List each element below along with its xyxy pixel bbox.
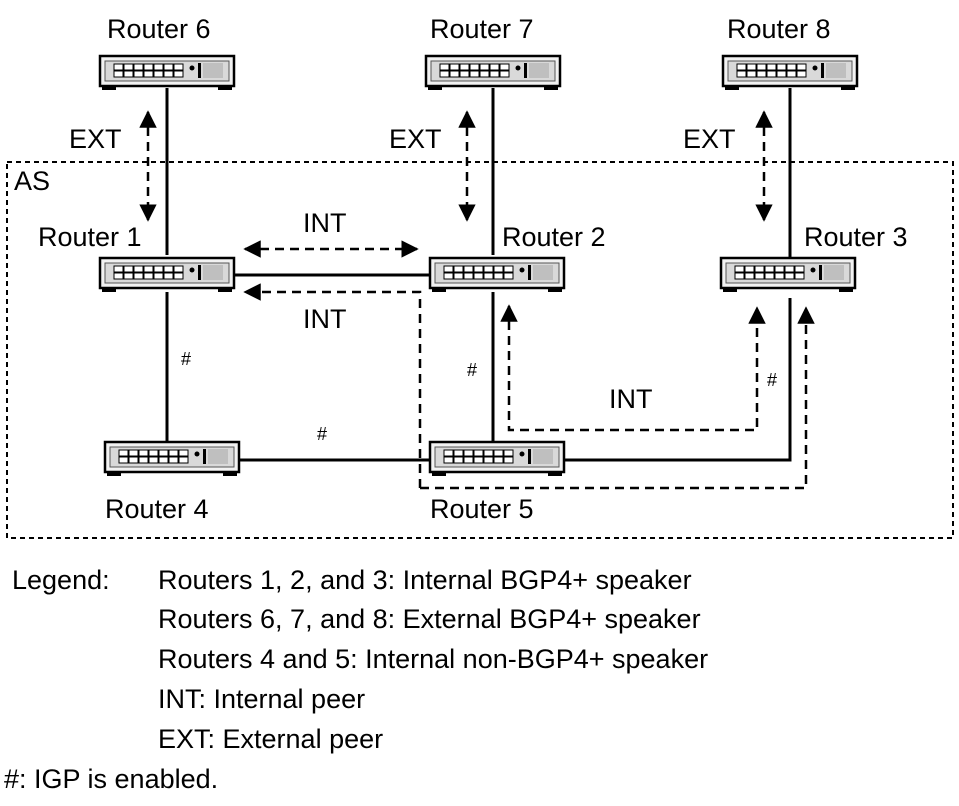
- link-r5-r3: [565, 298, 792, 462]
- ext-label-r8: EXT: [683, 124, 736, 154]
- int-path-r3-r1: [243, 283, 422, 488]
- ext-label-r7: EXT: [389, 124, 442, 154]
- legend-item: INT: Internal peer: [158, 684, 365, 714]
- router-7-label: Router 7: [430, 14, 534, 44]
- peer-sessions: [139, 110, 815, 490]
- router-3-label: Router 3: [804, 222, 908, 252]
- int-label-r3-r1: INT: [303, 304, 347, 334]
- legend: Legend: Routers 1, 2, and 3: Internal BG…: [4, 565, 708, 794]
- router-2: Router 2: [428, 222, 606, 294]
- router-1-label: Router 1: [38, 222, 142, 252]
- router-7: Router 7: [424, 14, 562, 92]
- router-4-label: Router 4: [105, 494, 209, 524]
- legend-item: Routers 1, 2, and 3: Internal BGP4+ spea…: [158, 565, 692, 595]
- int-arrow-r2-r3: [500, 304, 766, 432]
- router-5: Router 5: [428, 440, 566, 524]
- legend-item: Routers 4 and 5: Internal non-BGP4+ spea…: [158, 644, 708, 674]
- legend-item: Routers 6, 7, and 8: External BGP4+ spea…: [158, 604, 701, 634]
- as-label: AS: [14, 166, 50, 196]
- as-boundary: [6, 161, 954, 539]
- router-5-label: Router 5: [430, 494, 534, 524]
- router-1: Router 1: [38, 222, 236, 294]
- igp-marker-r1-r4: #: [181, 349, 191, 369]
- router-8-label: Router 8: [727, 14, 831, 44]
- legend-item: EXT: External peer: [158, 724, 383, 754]
- int-label-r1-r2: INT: [303, 208, 347, 238]
- router-4: Router 4: [103, 440, 241, 524]
- ext-label-r6: EXT: [69, 124, 122, 154]
- router-6-label: Router 6: [107, 14, 211, 44]
- int-path-r1-r3: [420, 306, 815, 490]
- igp-marker-r5-r3: #: [767, 370, 777, 390]
- router-2-label: Router 2: [502, 222, 606, 252]
- router-3: Router 3: [719, 222, 908, 294]
- int-label-r2-r3: INT: [609, 384, 653, 414]
- legend-note: #: IGP is enabled.: [4, 764, 218, 794]
- igp-marker-r4-r5: #: [317, 424, 327, 444]
- router-6: Router 6: [98, 14, 236, 92]
- router-8: Router 8: [721, 14, 859, 92]
- physical-links: [165, 88, 792, 462]
- igp-marker-r2-r5: #: [467, 360, 477, 380]
- legend-title: Legend:: [12, 565, 110, 595]
